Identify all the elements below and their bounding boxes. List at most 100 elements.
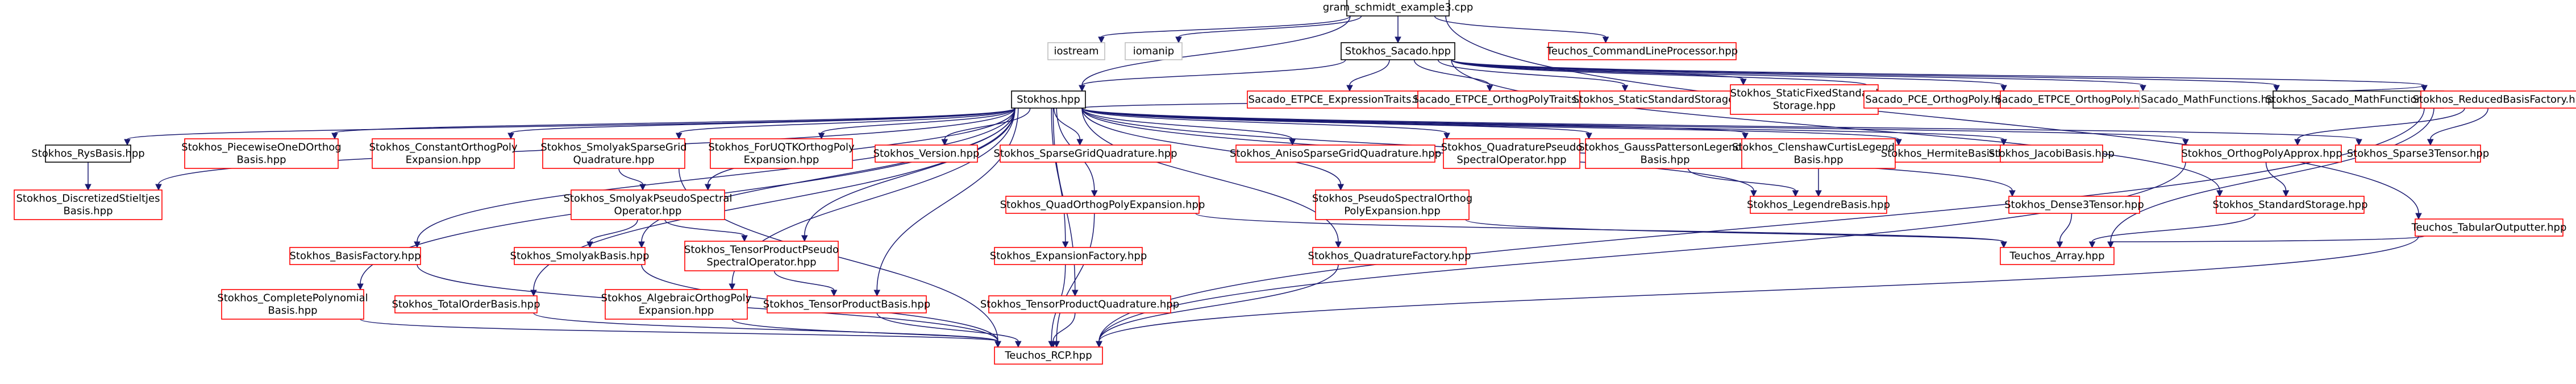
edge-reduced-basis-to-sparse3 — [2427, 108, 2488, 146]
graph-node-etpce-orthtraits[interactable]: Sacado_ETPCE_OrthogPolyTraits.hpp — [1413, 90, 1600, 109]
graph-node-tabular[interactable]: Teuchos_TabularOutputter.hpp — [2411, 218, 2567, 237]
graph-node-quad-orthog-exp[interactable]: Stokhos_QuadOrthogPolyExpansion.hpp — [1000, 196, 1205, 214]
graph-node-aniso-quad[interactable]: Stokhos_AnisoSparseGridQuadrature.hpp — [1230, 144, 1441, 163]
graph-node-total-order[interactable]: Stokhos_TotalOrderBasis.hpp — [392, 295, 540, 313]
graph-node-static-std-storage[interactable]: Stokhos_StaticStandardStorage.hpp — [1573, 90, 1757, 109]
graph-node-basis-factory[interactable]: Stokhos_BasisFactory.hpp — [289, 247, 421, 265]
node-box — [372, 138, 515, 169]
edge-tensor-pseudo-to-tensor-basis — [773, 270, 838, 297]
graph-node-tensor-pseudo[interactable]: Stokhos_TensorProductPseudoSpectralOpera… — [684, 241, 839, 271]
graph-node-etpce-traits[interactable]: Sacado_ETPCE_ExpressionTraits.hpp — [1247, 90, 1435, 109]
node-box — [2273, 90, 2444, 109]
graph-node-dense3[interactable]: Stokhos_Dense3Tensor.hpp — [2004, 196, 2144, 214]
edge-tensor-quad-to-rcp — [1050, 312, 1076, 348]
graph-node-iomanip: iomanip — [1125, 42, 1183, 60]
node-box — [221, 289, 364, 320]
edge-stokhos-to-tensor-pseudo — [801, 108, 1016, 242]
node-label: Stokhos_SmolyakSparseGrid — [540, 142, 686, 154]
graph-node-pseudo-spectral-exp[interactable]: Stokhos_PseudoSpectralOrthogPolyExpansio… — [1312, 189, 1472, 220]
edge-root-to-sacado — [1395, 15, 1401, 44]
node-box — [1443, 138, 1580, 169]
edge-quad-factory-to-rcp — [1096, 264, 1339, 348]
graph-node-array[interactable]: Teuchos_Array.hpp — [2000, 247, 2115, 265]
graph-node-orthog-approx[interactable]: Stokhos_OrthogPolyApprox.hpp — [2181, 144, 2342, 163]
graph-node-etpce-orthog[interactable]: Sacado_ETPCE_OrthogPoly.hpp — [1995, 90, 2153, 109]
node-box — [684, 241, 839, 271]
edge-stokhos-to-tensor-basis — [873, 108, 1019, 297]
node-label: Storage.hpp — [1773, 100, 1836, 112]
node-label: PolyExpansion.hpp — [1344, 205, 1441, 217]
node-label: Stokhos_ReducedBasisFactory.hpp — [2412, 94, 2576, 106]
node-box — [605, 289, 748, 320]
node-label: Stokhos_QuadOrthogPolyExpansion.hpp — [1000, 199, 1205, 211]
graph-node-legendre[interactable]: Stokhos_LegendreBasis.hpp — [1747, 196, 1890, 214]
graph-node-reduced-basis[interactable]: Stokhos_ReducedBasisFactory.hpp — [2412, 90, 2576, 109]
node-box — [1047, 42, 1105, 60]
graph-node-smolyak-pseudo[interactable]: Stokhos_SmolyakPseudoSpectralOperator.hp… — [564, 189, 733, 220]
node-box — [184, 138, 339, 169]
node-label: Teuchos_TabularOutputter.hpp — [2411, 222, 2567, 234]
node-label: Stokhos_SparseGridQuadrature.hpp — [993, 148, 1177, 160]
node-label: Sacado_ETPCE_OrthogPoly.hpp — [1995, 94, 2153, 106]
node-box — [2182, 144, 2342, 163]
node-box — [1125, 42, 1183, 60]
node-label: Basis.hpp — [1793, 154, 1843, 166]
node-box — [571, 189, 725, 220]
node-box — [289, 247, 421, 265]
node-label: iostream — [1054, 46, 1098, 57]
graph-node-version[interactable]: Stokhos_Version.hpp — [873, 144, 980, 163]
edge-rys-to-discretized-stieltjes — [85, 162, 91, 191]
graph-node-hermite[interactable]: Stokhos_HermiteBasis.hpp — [1881, 144, 2017, 163]
node-box — [2355, 144, 2481, 163]
node-box — [1235, 144, 1435, 163]
graph-node-rcp[interactable]: Teuchos_RCP.hpp — [994, 346, 1103, 365]
node-label: Stokhos_ForUQTKOrthogPoly — [708, 142, 855, 154]
edge-stokhos-to-smolyak-grid — [675, 108, 1016, 140]
node-label: Stokhos_PseudoSpectralOrthog — [1312, 193, 1472, 205]
node-box — [45, 144, 131, 163]
graph-node-sparse-grid-quad[interactable]: Stokhos_SparseGridQuadrature.hpp — [993, 144, 1177, 163]
edge-stokhos-to-basis-factory — [414, 108, 1016, 249]
node-label: Stokhos_HermiteBasis.hpp — [1881, 148, 2017, 160]
node-box — [1863, 90, 2012, 109]
graph-node-cmdline[interactable]: Teuchos_CommandLineProcessor.hpp — [1546, 42, 1738, 60]
node-box — [2216, 196, 2365, 214]
graph-node-tensor-quad[interactable]: Stokhos_TensorProductQuadrature.hpp — [980, 295, 1179, 313]
edge-stokhos-to-sparse-grid-quad — [1054, 108, 1084, 146]
node-box — [2000, 144, 2103, 163]
graph-node-standard-storage[interactable]: Stokhos_StandardStorage.hpp — [2212, 196, 2368, 214]
node-box — [1417, 90, 1595, 109]
graph-node-sparse3[interactable]: Stokhos_Sparse3Tensor.hpp — [2347, 144, 2489, 163]
node-label: Stokhos_QuadratureFactory.hpp — [1308, 250, 1471, 262]
graph-node-quad-factory[interactable]: Stokhos_QuadratureFactory.hpp — [1308, 247, 1471, 265]
graph-node-tensor-basis[interactable]: Stokhos_TensorProductBasis.hpp — [763, 295, 930, 313]
edge-stokhos-to-piecewise — [331, 108, 1016, 140]
graph-node-iostream: iostream — [1047, 42, 1105, 60]
node-label: iomanip — [1133, 46, 1174, 57]
node-label: Basis.hpp — [236, 154, 286, 166]
graph-node-pce-orthog[interactable]: Sacado_PCE_OrthogPoly.hpp — [1863, 90, 2012, 109]
node-box — [1579, 90, 1751, 109]
graph-node-jacobi[interactable]: Stokhos_JacobiBasis.hpp — [1988, 144, 2115, 163]
graph-node-smolyak-basis[interactable]: Stokhos_SmolyakBasis.hpp — [510, 247, 650, 265]
graph-node-quad-pseudo[interactable]: Stokhos_QuadraturePseudoSpectralOperator… — [1441, 138, 1583, 169]
edge-sacado-to-static-std-storage — [1437, 59, 1629, 92]
node-box — [14, 189, 163, 220]
graph-node-expansion-factory[interactable]: Stokhos_ExpansionFactory.hpp — [990, 247, 1147, 265]
edge-stokhos-to-jacobi — [1081, 108, 2007, 146]
edge-stokhos-to-quad-pseudo — [1081, 108, 1450, 140]
node-box — [514, 247, 646, 265]
node-label: Stokhos_GaussPattersonLegendre — [1578, 142, 1752, 154]
edge-root-to-iomanip — [1175, 15, 1362, 44]
node-box — [767, 295, 927, 313]
